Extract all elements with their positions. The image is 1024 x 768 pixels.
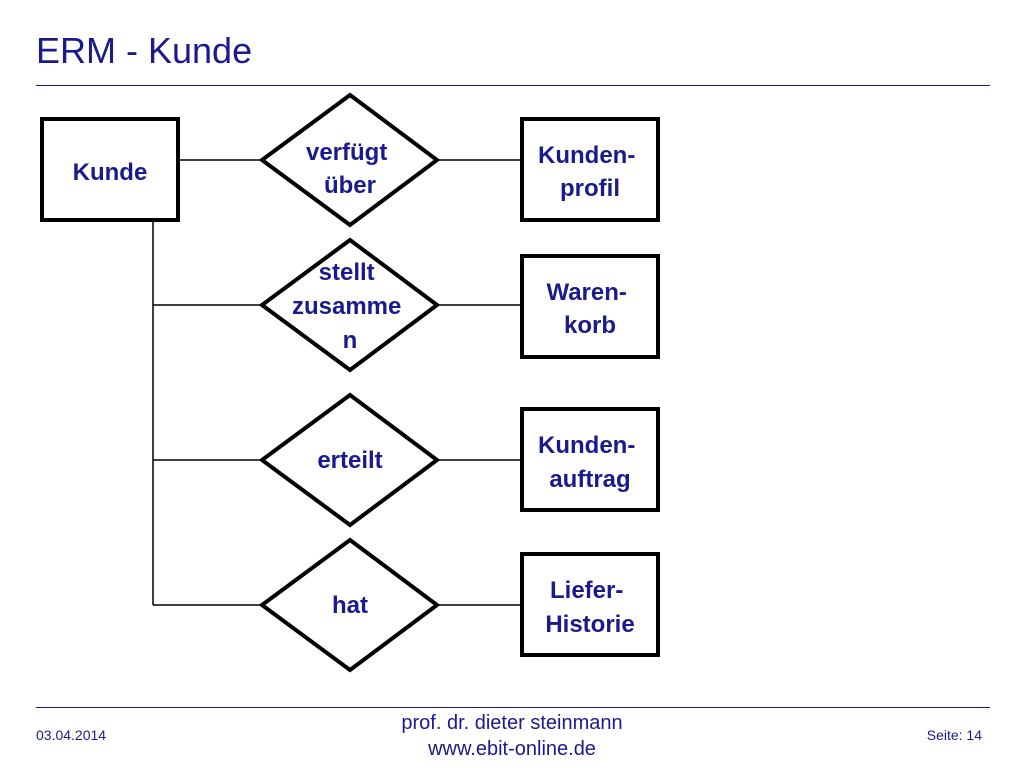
entity-kundenprofil-line-1: Kunden- bbox=[538, 142, 635, 169]
svg-text:Kunden- profil: Kunden- profil bbox=[538, 142, 642, 202]
relationship-verfuegt-ueber: verfügt über bbox=[258, 92, 441, 228]
relationship-verfuegt-ueber-line-1: verfügt bbox=[306, 139, 387, 166]
relationship-stellt-zusammen-line-2: zusamme bbox=[292, 293, 401, 320]
entity-kundenauftrag-line-2: auftrag bbox=[549, 466, 630, 493]
entity-warenkorb-line-1: Waren- bbox=[546, 279, 626, 306]
footer-website: www.ebit-online.de bbox=[428, 738, 596, 760]
footer-divider bbox=[36, 707, 990, 708]
slide-title: ERM - Kunde bbox=[36, 30, 253, 71]
entity-kundenauftrag: Kunden- auftrag bbox=[520, 407, 660, 512]
relationship-stellt-zusammen-line-1: stellt bbox=[319, 259, 375, 286]
footer-date: 03.04.2014 bbox=[36, 727, 107, 743]
footer-author: prof. dr. dieter steinmann bbox=[401, 712, 623, 734]
entity-kunde: Kunde bbox=[40, 117, 180, 222]
entity-warenkorb: Waren- korb bbox=[520, 254, 660, 359]
entity-kundenauftrag-line-1: Kunden- bbox=[538, 432, 635, 459]
entity-kundenprofil: Kunden- profil bbox=[520, 117, 660, 222]
relationship-verfuegt-ueber-line-2: über bbox=[324, 172, 376, 199]
relationship-erteilt: erteilt bbox=[258, 392, 441, 528]
entity-kundenprofil-line-2: profil bbox=[560, 175, 620, 202]
connector-lines bbox=[152, 159, 522, 606]
entity-kunde-label: Kunde bbox=[73, 159, 148, 186]
entity-warenkorb-line-2: korb bbox=[564, 312, 616, 339]
svg-text:Liefer- Historie: Liefer- Historie bbox=[545, 577, 634, 638]
title-divider bbox=[36, 85, 990, 86]
relationship-hat-label: hat bbox=[332, 592, 368, 619]
entity-lieferhistorie-line-1: Liefer- bbox=[550, 577, 623, 604]
footer-page-number: Seite: 14 bbox=[926, 727, 982, 743]
entity-lieferhistorie-line-2: Historie bbox=[545, 611, 634, 638]
svg-text:verfügt über: verfügt über bbox=[306, 139, 394, 199]
svg-text:Waren- korb: Waren- korb bbox=[546, 279, 633, 339]
relationship-hat: hat bbox=[258, 537, 441, 673]
relationship-stellt-zusammen: stellt zusamme n bbox=[258, 237, 441, 373]
relationship-stellt-zusammen-line-3: n bbox=[343, 327, 358, 354]
footer-credits: prof. dr. dieter steinmann www.ebit-onli… bbox=[312, 710, 712, 762]
svg-text:Kunden- auftrag: Kunden- auftrag bbox=[538, 432, 642, 493]
relationship-erteilt-label: erteilt bbox=[317, 447, 382, 474]
entity-lieferhistorie: Liefer- Historie bbox=[520, 552, 660, 657]
svg-text:stellt zusamme n: stellt zusamme n bbox=[292, 259, 408, 354]
